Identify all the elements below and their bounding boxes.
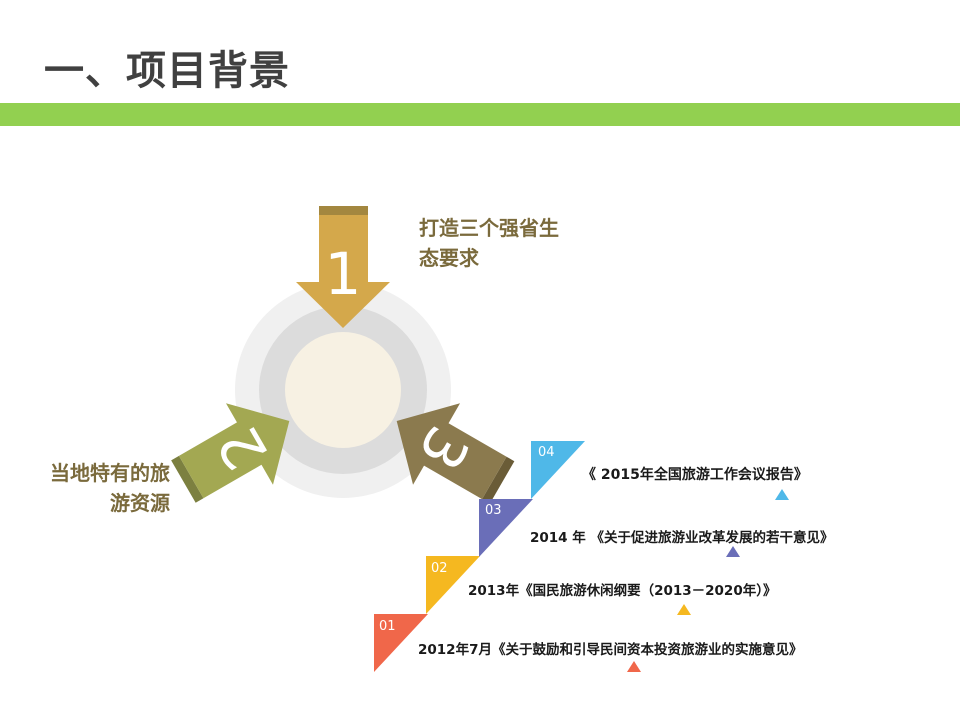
step-01-number: 01 (379, 619, 396, 634)
step-04-shape (531, 441, 585, 499)
arrow-1-label: 打造三个强省生 态要求 (419, 213, 559, 273)
marker-04-icon (775, 489, 789, 500)
step-01-shape (374, 614, 428, 672)
inner-circle (285, 332, 401, 448)
timeline-item-01: 2012年7月《关于鼓励和引导民间资本投资旅游业的实施意见》 (418, 642, 803, 658)
arrow-1-number: 1 (325, 240, 362, 308)
arrow-1-label-line-2: 态要求 (419, 246, 479, 270)
arrow-3: 3 (396, 403, 515, 504)
step-02-shape (426, 556, 480, 614)
marker-01-icon (627, 661, 641, 672)
timeline-item-02: 2013年《国民旅游休闲纲要（2013－2020年）》 (468, 583, 777, 599)
step-03-number: 03 (485, 503, 502, 518)
step-03-shape (479, 499, 533, 557)
slide-title: 一、项目背景 (44, 48, 290, 94)
arrow-2: 2 (171, 403, 290, 503)
arrow-3-label-line-2: 游资源 (110, 491, 170, 515)
arrow-1-label-line-1: 打造三个强省生 (419, 216, 559, 240)
arrow-3-label: 当地特有的旅 游资源 (18, 458, 170, 518)
step-02-number: 02 (431, 561, 448, 576)
title-accent-bar (0, 103, 960, 126)
timeline-item-03: 2014 年 《关于促进旅游业改革发展的若干意见》 (530, 530, 834, 546)
step-04-number: 04 (538, 445, 555, 460)
marker-02-icon (677, 604, 691, 615)
timeline-steps (374, 441, 585, 672)
timeline-item-04: 《 2015年全国旅游工作会议报告》 (582, 467, 808, 483)
arrow-3-label-line-1: 当地特有的旅 (50, 461, 170, 485)
arrow-1: 1 (296, 206, 390, 328)
marker-03-icon (726, 546, 740, 557)
